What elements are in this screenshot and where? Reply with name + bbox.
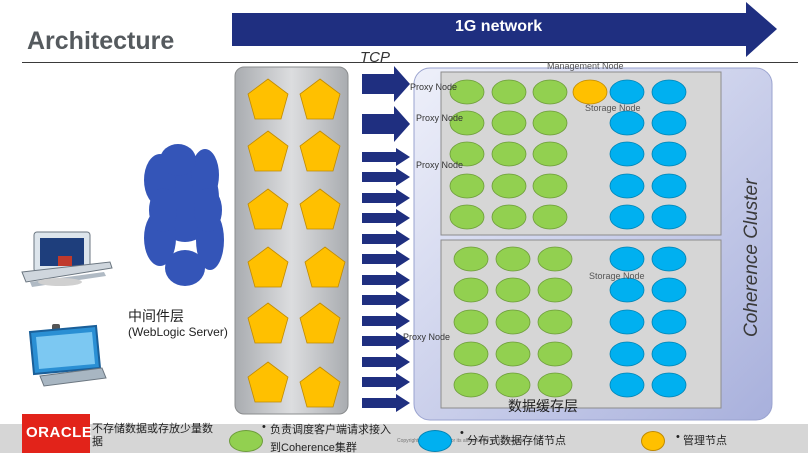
proxy-nodes-top: [449, 79, 568, 230]
tcp-label: TCP: [360, 49, 390, 66]
middleware-cloud: [144, 144, 224, 286]
proxy-node-label: Proxy Node: [403, 332, 451, 342]
middle-tier-label: 中间件层: [128, 308, 184, 324]
management-node: [572, 79, 608, 105]
proxy-node-label: Proxy Node: [410, 82, 458, 92]
pentagon-node: [304, 246, 346, 288]
laptop-icon: [28, 324, 107, 387]
legend-item-proxy-text: 不存储数据或存放少量数据: [92, 423, 213, 448]
pentagon-node: [299, 130, 341, 172]
network-arrow: [232, 2, 777, 57]
pentagon-group: [247, 78, 346, 408]
storage-node-label-top: Storage Node: [585, 103, 641, 113]
slide-title: Architecture: [27, 27, 175, 55]
pentagon-node: [299, 302, 341, 344]
pentagon-node: [299, 78, 341, 120]
pentagon-node: [299, 366, 341, 408]
oracle-logo-text: ORACLE: [26, 424, 93, 441]
legend-yellow-swatch: [641, 431, 665, 451]
tcp-arrows: [362, 66, 410, 412]
oracle-logo: [22, 414, 90, 453]
legend-green-swatch: [229, 430, 263, 452]
legend-blue-swatch: [418, 430, 452, 452]
pentagon-node: [247, 130, 289, 172]
legend-bullet: •: [460, 427, 464, 439]
legend-item-storage-text: 分布式数据存储节点: [467, 435, 566, 447]
copyright-text: Copyright © Oracle and/or its affiliates…: [397, 438, 526, 444]
legend-item-management-text: 管理节点: [683, 435, 727, 447]
data-cache-label: 数据缓存层: [508, 398, 578, 414]
storage-nodes-top: [609, 79, 687, 230]
proxy-node-label: Proxy Node: [416, 113, 464, 123]
middle-tier-sublabel: (WebLogic Server): [128, 325, 228, 339]
proxy-nodes-bottom: [453, 246, 573, 398]
pentagon-node: [247, 361, 289, 403]
title-divider: [22, 62, 798, 63]
pentagon-node: [299, 188, 341, 230]
pentagon-node: [247, 188, 289, 230]
legend-bullet: •: [676, 431, 680, 443]
storage-node-label-bottom: Storage Node: [589, 271, 645, 281]
legend-bar: [0, 424, 808, 453]
pentagon-node: [247, 78, 289, 120]
desktop-computer-icon: [21, 231, 113, 287]
legend-item-scheduler-text: 负责调度客户端请求接入: [270, 424, 391, 436]
legend-bullet: •: [262, 421, 266, 433]
proxy-node-label: Proxy Node: [416, 160, 464, 170]
management-node-label: Management Node: [547, 61, 624, 71]
legend-item-scheduler-text-2: 到Coherence集群: [270, 442, 357, 454]
pentagon-node: [247, 246, 289, 288]
pentagon-node: [247, 302, 289, 344]
network-label: 1G network: [455, 18, 543, 35]
cluster-title: Coherence Cluster: [741, 178, 762, 337]
storage-nodes-bottom: [609, 246, 687, 398]
